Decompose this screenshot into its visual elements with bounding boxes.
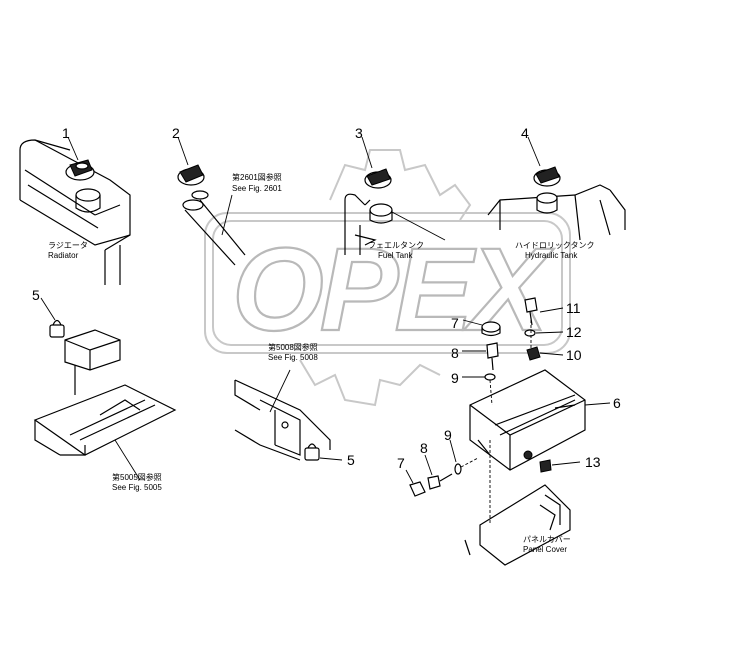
caption-radiator-jp: ラジエータ (48, 241, 88, 250)
callout-9-lower: 9 (444, 427, 452, 443)
callout-7-lower: 7 (397, 455, 405, 471)
caption-hydraulic-en: Hydraulic Tank (525, 251, 578, 260)
radiator-assembly (19, 136, 131, 285)
hydraulic-tank-cap (533, 166, 561, 187)
callout-7-upper: 7 (451, 315, 459, 331)
fuel-tank-assembly (344, 136, 446, 255)
radiator-cap (65, 159, 95, 181)
caption-fuel-jp: フェエルタンク (368, 241, 424, 250)
caption-fuel-en: Fuel Tank (378, 251, 414, 260)
callout-1: 1 (62, 125, 70, 141)
caption-panel-en: Panel Cover (523, 545, 567, 554)
watermark: OPEX (204, 149, 571, 407)
callout-3: 3 (355, 125, 363, 141)
center-bracket-assembly (234, 369, 343, 461)
callout-13: 13 (585, 454, 601, 470)
caption-fig5008-jp: 第5008図参照 (268, 342, 318, 352)
callout-5-left: 5 (32, 287, 40, 303)
callout-6: 6 (613, 395, 621, 411)
panel-box-assembly (464, 369, 611, 566)
caption-radiator-en: Radiator (48, 251, 79, 260)
padlock-5-left (49, 319, 65, 338)
callout-11: 11 (566, 300, 581, 316)
fill-pipe-assembly (177, 136, 246, 266)
hardware-stack-upper (462, 297, 564, 406)
callout-10: 10 (566, 347, 582, 363)
caption-fig5008-en: See Fig. 5008 (268, 353, 318, 362)
callout-9-upper: 9 (451, 370, 459, 386)
caption-fig2601-en: See Fig. 2601 (232, 184, 282, 193)
callout-2: 2 (172, 125, 180, 141)
caption-fig5005-en: See Fig. 5005 (112, 483, 162, 492)
callout-8-lower: 8 (420, 440, 428, 456)
filler-cap-2 (177, 164, 205, 186)
callout-5-center: 5 (347, 452, 355, 468)
caption-fig2601-jp: 第2601図参照 (232, 172, 282, 182)
caption-panel-jp: パネルカバー (523, 535, 571, 544)
caption-hydraulic-jp: ハイドロリックタンク (515, 241, 595, 250)
hardware-stack-lower (405, 439, 581, 497)
left-console-assembly (33, 297, 177, 481)
callout-12: 12 (566, 324, 582, 340)
fuel-tank-cap (364, 168, 392, 189)
callout-8-upper: 8 (451, 345, 459, 361)
hydraulic-tank-assembly (487, 136, 626, 241)
padlock-5-center (304, 443, 320, 461)
caption-fig5005-jp: 第5005図参照 (112, 472, 162, 482)
callout-4: 4 (521, 125, 529, 141)
watermark-text: OPEX (232, 224, 554, 356)
